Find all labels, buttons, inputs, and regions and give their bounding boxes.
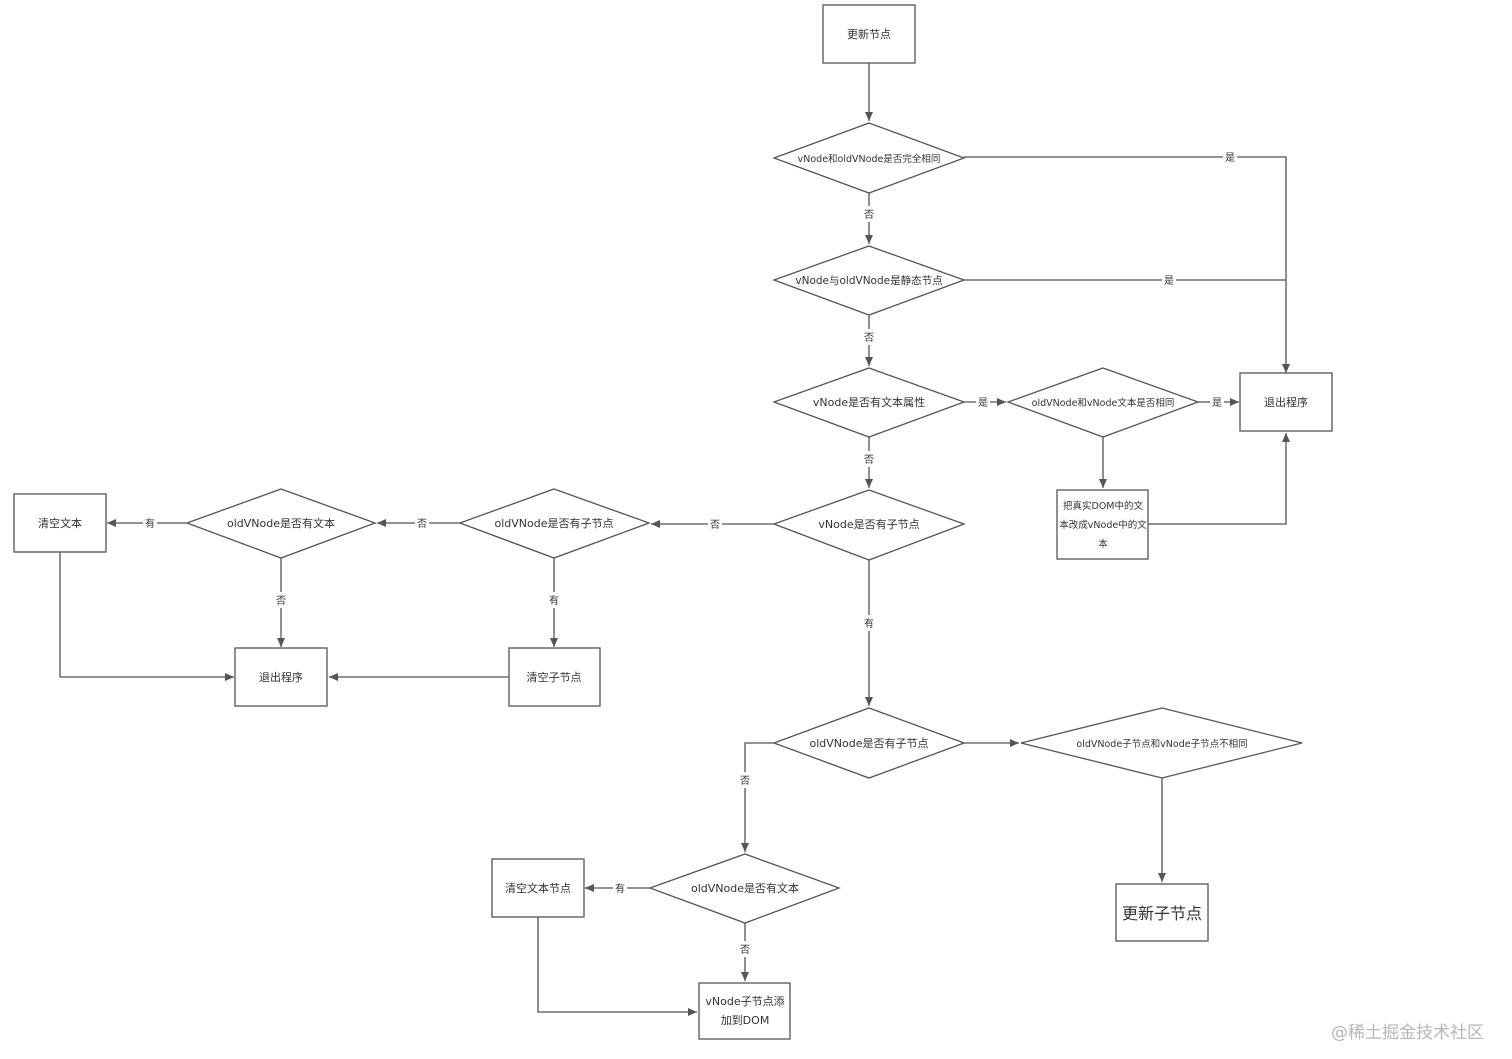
decision-label: vNode是否有文本属性 [813,395,925,409]
node-label-line2: 加到DOM [721,1014,770,1027]
edge-label-yes: 是 [1164,275,1174,287]
node-clear-text: 清空文本 [13,493,107,553]
decision-vnode-same: vNode和oldVNode是否完全相同 [772,122,966,194]
edge-cleartextnode-to-add [537,917,697,1016]
edge-settext-to-exit [1148,433,1290,525]
decision-label: oldVNode是否有文本 [691,881,799,895]
watermark: @稀土掘金技术社区 [1331,1023,1484,1043]
edge-label-no: 否 [740,944,750,956]
edge-oldchildren-no-bottom [741,742,774,852]
decision-label: oldVNode是否有子节点 [809,736,928,750]
node-update-node: 更新节点 [822,4,916,64]
edge-label-no: 否 [276,595,286,607]
node-update-children: 更新子节点 [1115,883,1209,942]
node-label: 更新节点 [847,27,891,41]
node-clear-text-node: 清空文本节点 [491,858,585,918]
edge-label-has: 有 [615,882,625,895]
decision-label: oldVNode是否有子节点 [494,516,613,530]
edge-cleartext-to-exit [59,552,234,681]
edge-label-no: 否 [710,519,720,531]
node-label-line1: vNode子节点添 [705,994,784,1008]
node-label: 清空文本 [38,516,82,530]
edge-label-has: 有 [864,617,874,630]
edge-label-has: 有 [145,517,155,530]
edge-labels: 否 是 是 否 是 是 否 否 否 有 否 有 有 否 有 否 [143,149,1237,957]
edge-label-no: 否 [864,454,874,466]
decision-vnode-has-text: vNode是否有文本属性 [772,367,966,438]
decision-label: vNode与oldVNode是静态节点 [795,274,942,287]
decision-vnode-has-children: vNode是否有子节点 [772,489,966,561]
node-label-line1: 把真实DOM中的文 [1063,500,1143,512]
edge-label-no: 否 [864,332,874,344]
node-exit-right: 退出程序 [1239,372,1333,432]
decision-old-has-text-left: oldVNode是否有文本 [185,488,377,559]
node-set-dom-text: 把真实DOM中的文 本改成vNode中的文 本 [1056,489,1149,560]
node-label: 更新子节点 [1122,904,1202,923]
decision-label: oldVNode子节点和vNode子节点不相同 [1076,738,1247,750]
decision-text-same: oldVNode和vNode文本是否相同 [1006,367,1200,438]
edge-label-no: 否 [864,209,874,221]
node-label-line3: 本 [1098,538,1108,550]
decision-label: oldVNode和vNode文本是否相同 [1032,397,1175,409]
edge-label-yes: 是 [978,397,988,409]
node-label: 清空子节点 [527,670,582,684]
node-label: 退出程序 [1264,395,1308,409]
node-label: 退出程序 [259,670,303,684]
node-exit-left: 退出程序 [234,647,328,707]
decision-old-has-text-bottom: oldVNode是否有文本 [648,853,841,924]
decision-old-has-children-left: oldVNode是否有子节点 [458,488,651,559]
node-label: 清空文本节点 [505,881,571,895]
decision-label: vNode是否有子节点 [818,517,919,531]
edge-label-yes: 是 [1212,397,1222,409]
node-clear-children: 清空子节点 [508,647,601,707]
edge-label-no: 否 [417,518,427,530]
edge-label-yes: 是 [1225,152,1235,164]
decision-label: oldVNode是否有文本 [227,516,335,530]
decision-old-has-children: oldVNode是否有子节点 [772,707,966,779]
nodes: 更新节点 vNode和oldVNode是否完全相同 vNode与oldVNode… [13,4,1333,1040]
node-add-children-to-dom: vNode子节点添 加到DOM [698,982,791,1040]
decision-vnode-static: vNode与oldVNode是静态节点 [772,245,966,316]
edge-label-has: 有 [549,594,559,607]
decision-children-differ: oldVNode子节点和vNode子节点不相同 [1020,707,1303,779]
decision-label: vNode和oldVNode是否完全相同 [798,153,941,165]
node-label-line2: 本改成vNode中的文 [1059,519,1147,531]
edge-label-no: 否 [740,775,750,787]
edge-same-yes-exit [964,156,1290,373]
